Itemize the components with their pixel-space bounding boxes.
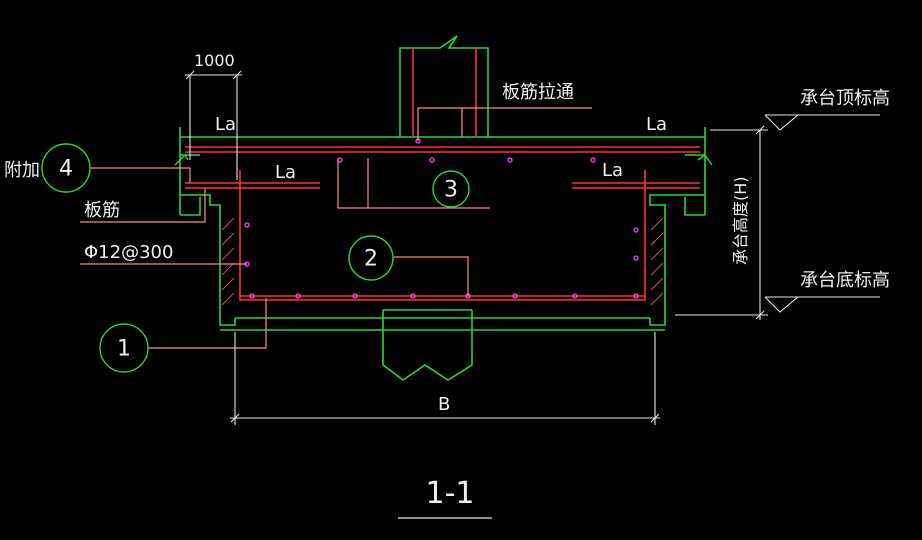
callout-4-text: 4 — [59, 157, 73, 182]
callout-2-text: 2 — [364, 247, 378, 272]
dimension-1000: 1000 — [194, 51, 235, 70]
column-outline — [399, 35, 489, 137]
pile-outline — [382, 310, 473, 381]
rebar-dots — [244, 138, 639, 299]
right-slab-step — [649, 194, 705, 326]
leader-callout-4 — [90, 167, 191, 183]
left-slab-lower — [180, 197, 201, 216]
leader-slab-through — [417, 107, 592, 141]
left-slab-step — [180, 194, 236, 326]
leader-slab-rebar — [80, 188, 206, 223]
section-title: 1-1 — [426, 476, 475, 511]
label-cap-height: 承台高度(H) — [731, 176, 750, 265]
callout-1-circle — [99, 323, 149, 373]
dimensions — [185, 70, 880, 425]
leader-callout-1 — [148, 298, 267, 349]
label-slab-rebar: 板筋 — [84, 200, 120, 221]
label-rebar-spec: Φ12@300 — [84, 242, 173, 263]
leader-callout-2 — [394, 256, 469, 296]
label-la-top-left: La — [215, 114, 236, 135]
elevation-bottom-marker — [764, 296, 799, 313]
label-cap-top-elevation: 承台顶标高 — [800, 88, 890, 109]
callout-3-text: 3 — [444, 178, 458, 203]
label-dimension-b: B — [438, 394, 450, 415]
callout-1-text: 1 — [117, 337, 131, 362]
label-la-mid-left: La — [275, 162, 296, 183]
leader-callout-3 — [337, 158, 490, 209]
label-la-top-right: La — [646, 114, 667, 135]
cap-stirrup — [239, 170, 646, 301]
label-la-mid-right: La — [602, 160, 623, 181]
leader-lines — [80, 107, 592, 349]
slab-end-marks — [174, 153, 713, 166]
callout-circles — [41, 143, 470, 373]
label-additional: 附加 — [4, 160, 40, 181]
callout-4-circle — [41, 143, 91, 193]
callout-3-circle — [432, 170, 470, 208]
label-slab-rebar-through: 板筋拉通 — [502, 82, 574, 103]
right-slab-lower — [684, 197, 705, 216]
wall-hatching — [221, 217, 664, 306]
callout-2-circle — [348, 235, 394, 281]
structure-outline — [179, 35, 706, 381]
label-cap-bottom-elevation: 承台底标高 — [800, 270, 890, 291]
elevation-top-marker — [764, 114, 799, 131]
